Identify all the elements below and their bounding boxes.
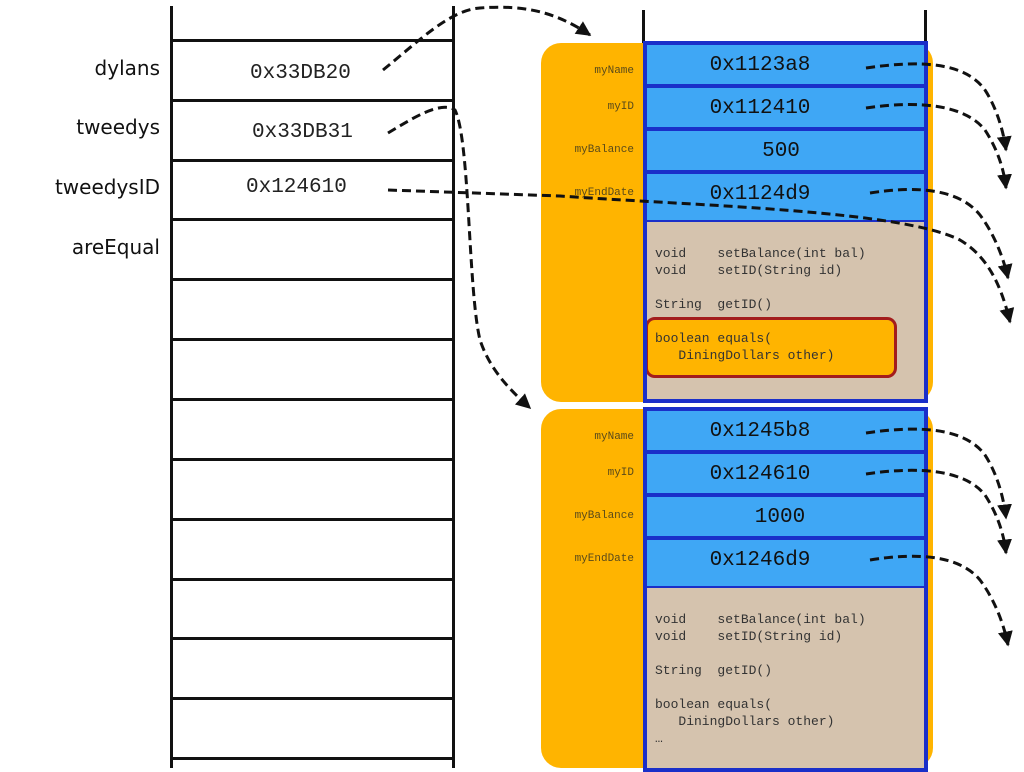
var-value-tweedys: 0x33DB31 bbox=[252, 121, 353, 144]
stack-divider bbox=[170, 757, 455, 760]
field-label-myName: myName bbox=[594, 65, 634, 77]
arrow-tweedysID bbox=[387, 188, 1015, 324]
field-myBalance: 1000 bbox=[643, 495, 927, 538]
heap-right-border bbox=[924, 10, 927, 45]
stack-divider bbox=[170, 637, 455, 640]
stack-divider bbox=[170, 159, 455, 162]
method-equals: boolean equals( DiningDollars other) bbox=[655, 331, 835, 363]
field-label-myEndDate: myEndDate bbox=[574, 553, 634, 565]
arrow-obj2-myEndDate bbox=[869, 554, 1013, 647]
stack-right-border bbox=[452, 6, 455, 768]
arrow-obj2-myName bbox=[865, 427, 1012, 520]
field-label-myEndDate: myEndDate bbox=[574, 187, 634, 199]
method-getID: String getID() bbox=[655, 663, 773, 678]
stack-divider bbox=[170, 578, 455, 581]
field-label-myName: myName bbox=[594, 431, 634, 443]
arrow-obj2-myID bbox=[865, 468, 1012, 555]
methods-panel bbox=[645, 588, 926, 768]
stack-divider bbox=[170, 39, 455, 42]
arrow-obj1-myName bbox=[865, 62, 1012, 152]
field-label-myBalance: myBalance bbox=[574, 510, 634, 522]
var-label-dylans: dylans bbox=[94, 56, 160, 80]
field-myID: 0x124610 bbox=[643, 452, 927, 495]
stack-divider bbox=[170, 458, 455, 461]
arrow-obj1-myEndDate bbox=[869, 188, 1013, 280]
arrow-dylans-to-object1 bbox=[382, 5, 592, 72]
method-getID: String getID() bbox=[655, 297, 773, 312]
method-setters: void setBalance(int bal) void setID(Stri… bbox=[655, 612, 866, 644]
field-myEndDate: 0x1124d9 bbox=[643, 172, 927, 222]
field-myName: 0x1245b8 bbox=[643, 409, 927, 452]
var-label-tweedys: tweedys bbox=[76, 115, 160, 139]
method-equals: boolean equals( DiningDollars other) … bbox=[655, 697, 835, 746]
stack-divider bbox=[170, 398, 455, 401]
arrow-obj1-myID bbox=[865, 103, 1012, 190]
var-label-tweedysID: tweedysID bbox=[54, 175, 160, 199]
stack-divider bbox=[170, 99, 455, 102]
arrow-tweedys-to-object2 bbox=[387, 105, 532, 410]
var-value-dylans: 0x33DB20 bbox=[250, 62, 351, 85]
stack-divider bbox=[170, 518, 455, 521]
field-label-myBalance: myBalance bbox=[574, 144, 634, 156]
heap-left-border bbox=[642, 10, 645, 45]
stack-left-border bbox=[170, 6, 173, 768]
field-label-myID: myID bbox=[607, 467, 634, 479]
field-myBalance: 500 bbox=[643, 129, 927, 172]
method-setters: void setBalance(int bal) void setID(Stri… bbox=[655, 246, 866, 278]
stack-divider bbox=[170, 697, 455, 700]
stack-divider bbox=[170, 338, 455, 341]
stack-divider bbox=[170, 218, 455, 221]
var-label-areEqual: areEqual bbox=[71, 235, 160, 259]
var-value-tweedysID: 0x124610 bbox=[246, 176, 347, 199]
stack-divider bbox=[170, 278, 455, 281]
field-label-myID: myID bbox=[607, 101, 634, 113]
